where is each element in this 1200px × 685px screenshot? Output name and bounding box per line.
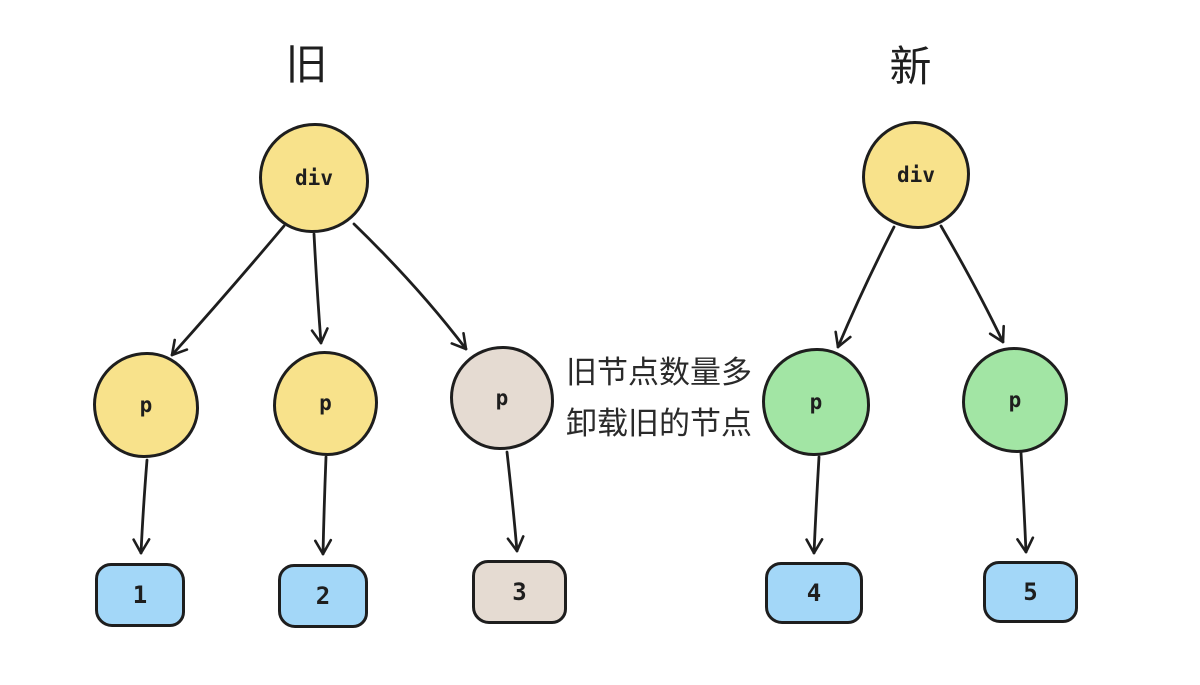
old-child-node-1: p xyxy=(93,352,199,458)
arrow-old-div-to-p2 xyxy=(310,232,329,345)
old-child-label-2: p xyxy=(319,391,332,415)
new-leaf-box-5: 5 xyxy=(983,561,1078,623)
new-child-label-2: p xyxy=(1008,387,1022,412)
old-child-label-1: p xyxy=(139,392,153,417)
new-root-label: div xyxy=(897,162,935,187)
new-child-node-1: p xyxy=(762,348,870,456)
old-leaf-box-2: 2 xyxy=(278,564,368,628)
diff-annotation-line1: 旧节点数量多 xyxy=(566,355,752,390)
old-leaf-label-3: 3 xyxy=(512,578,527,606)
arrow-old-div-to-p1 xyxy=(170,224,286,357)
arrow-old-div-to-p3 xyxy=(352,222,468,351)
old-child-node-3-removed: p xyxy=(450,346,554,450)
diff-annotation-line2: 卸载旧的节点 xyxy=(566,406,752,441)
new-leaf-label-4: 4 xyxy=(806,579,822,607)
arrow-new-p2-to-leaf5 xyxy=(1016,451,1035,554)
new-leaf-label-5: 5 xyxy=(1023,578,1038,606)
arrow-new-p1-to-leaf4 xyxy=(805,455,824,555)
old-child-node-2: p xyxy=(273,351,378,456)
new-leaf-box-4: 4 xyxy=(765,562,863,624)
old-leaf-label-2: 2 xyxy=(315,582,331,610)
new-child-label-1: p xyxy=(809,389,823,414)
arrow-new-div-to-p1 xyxy=(834,225,896,349)
arrow-old-p3-to-leaf3 xyxy=(505,450,525,553)
old-child-label-3: p xyxy=(495,385,509,410)
new-tree-title: 新 xyxy=(889,43,933,90)
arrow-old-p2-to-leaf2 xyxy=(313,455,333,556)
new-root-node: div xyxy=(862,121,970,229)
old-root-label: div xyxy=(295,165,333,190)
old-leaf-label-1: 1 xyxy=(132,581,148,609)
old-leaf-box-3-removed: 3 xyxy=(472,560,567,624)
arrow-new-div-to-p2 xyxy=(939,224,1005,344)
old-tree-title: 旧 xyxy=(285,41,329,88)
new-child-node-2: p xyxy=(962,347,1068,453)
old-root-node: div xyxy=(259,123,369,233)
arrow-old-p1-to-leaf1 xyxy=(132,458,151,555)
old-leaf-box-1: 1 xyxy=(95,563,185,627)
diff-annotation: 旧节点数量多 卸载旧的节点 xyxy=(566,347,752,449)
